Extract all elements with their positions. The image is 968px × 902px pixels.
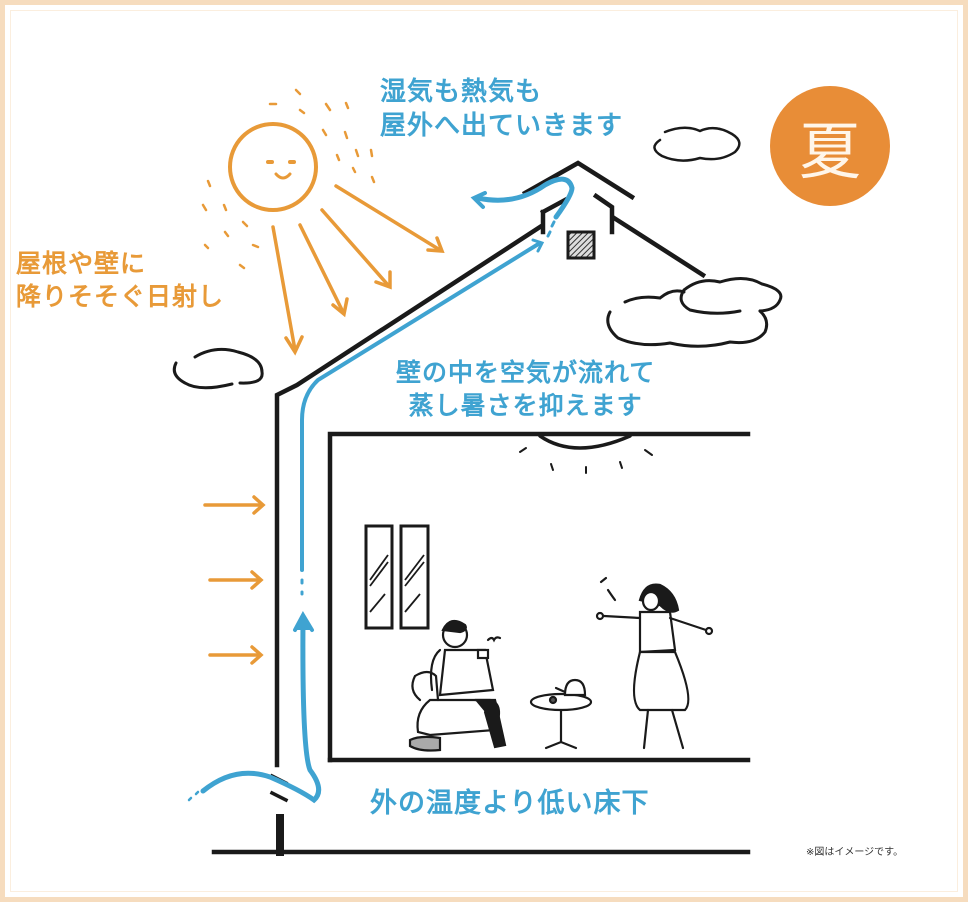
blue-airflow-arrow xyxy=(187,176,575,804)
wall-airflow-caption: 壁の中を空気が流れて 蒸し暑さを抑えます xyxy=(396,356,655,422)
heat-arrows xyxy=(203,495,266,665)
cloud-right-large-icon xyxy=(606,277,783,348)
heat-arrow-3-icon xyxy=(208,645,264,665)
heat-arrow-2-icon xyxy=(208,570,264,590)
season-badge-text: 夏 xyxy=(798,115,861,188)
ceiling-lamp-icon xyxy=(519,434,653,474)
image-disclaimer-note: ※図はイメージです。 xyxy=(806,847,904,858)
standing-woman-icon xyxy=(595,576,714,750)
underfloor-caption: 外の温度より低い床下 xyxy=(370,788,650,819)
cloud-left-icon xyxy=(172,347,264,390)
exhaust-caption-line2: 屋外へ出ていきます xyxy=(380,110,624,141)
season-badge: 夏 xyxy=(770,86,890,206)
attic-vent-icon xyxy=(566,230,596,260)
sunlight-caption-line1: 屋根や壁に xyxy=(16,249,147,278)
smiling-sun-icon xyxy=(201,88,445,356)
house-outline xyxy=(211,160,751,856)
seated-person-icon xyxy=(408,619,507,752)
exhaust-caption-line1: 湿気も熱気も xyxy=(380,77,543,107)
sunlight-caption: 屋根や壁に 降りそそぐ日射し xyxy=(16,247,224,313)
wall-airflow-caption-line2: 蒸し暑さを抑えます xyxy=(408,391,643,420)
windows-icon xyxy=(364,524,430,630)
tea-table-icon xyxy=(529,678,593,750)
frame-inner-border xyxy=(10,10,958,892)
wall-airflow-caption-line1: 壁の中を空気が流れて xyxy=(396,358,656,387)
exhaust-caption: 湿気も熱気も 屋外へ出ていきます xyxy=(380,76,623,144)
heat-arrow-1-icon xyxy=(203,495,266,515)
sunlight-caption-line2: 降りそそぐ日射し xyxy=(16,282,225,311)
cloud-top-right-icon xyxy=(653,126,741,162)
